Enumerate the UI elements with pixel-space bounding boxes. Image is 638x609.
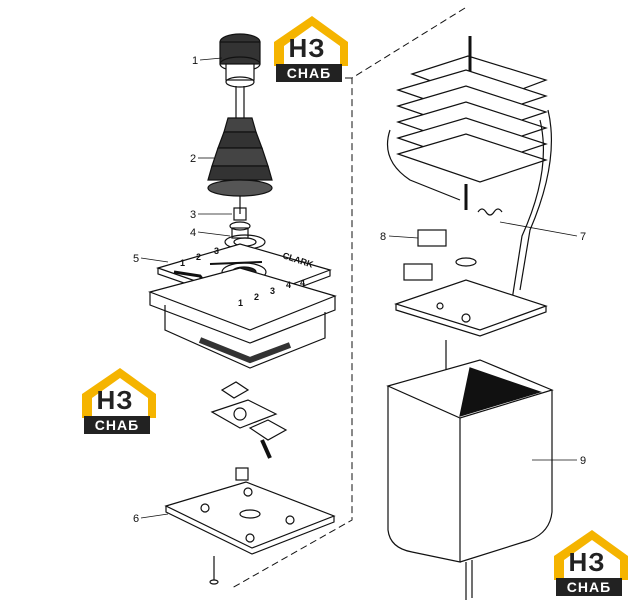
plate-mark-6: 2: [254, 292, 259, 302]
callout-4: 4: [190, 227, 196, 239]
logo-text-hz: НЗ: [568, 547, 606, 577]
plate-mark-2: 2: [196, 252, 201, 262]
watermark-logo-top: НЗ СНАБ: [272, 14, 350, 84]
plate-mark-3: 3: [214, 246, 219, 256]
logo-house-icon: [274, 16, 348, 66]
logo-text-hz: НЗ: [96, 385, 134, 415]
callout-2: 2: [190, 153, 196, 165]
part-spring: [477, 208, 503, 216]
part-boot: [207, 117, 273, 214]
callout-9: 9: [580, 455, 586, 467]
part-housing: [148, 267, 337, 369]
logo-text-hz: НЗ: [288, 33, 326, 63]
part-base-plate: [164, 467, 336, 585]
part-pivot-bracket: [210, 381, 288, 459]
callout-7: 7: [580, 231, 586, 243]
logo-text-snab: СНАБ: [276, 64, 342, 82]
part-microswitch: [403, 229, 477, 281]
plate-mark-5: 1: [238, 298, 243, 308]
logo-text-snab: СНАБ: [556, 578, 622, 596]
part-cover-can: [386, 359, 554, 600]
callout-labels: 1 2 3 4 5 6 7 8 9: [133, 55, 586, 525]
plate-mark-4: 4: [300, 278, 305, 288]
callout-leaders: [140, 57, 578, 519]
callout-6: 6: [133, 513, 139, 525]
assembly-guide-lines: [231, 7, 466, 589]
watermark-logo-middle: НЗ СНАБ: [80, 366, 158, 436]
callout-1: 1: [192, 55, 198, 67]
plate-mark-1: 1: [180, 258, 185, 268]
callout-8: 8: [380, 231, 386, 243]
logo-house-icon: [82, 368, 156, 418]
plate-mark-8: 4: [286, 280, 291, 290]
logo-house-icon: [554, 530, 628, 580]
watermark-logo-bottom: НЗ СНАБ: [552, 528, 630, 598]
callout-5: 5: [133, 253, 139, 265]
callout-3: 3: [190, 209, 196, 221]
logo-text-snab: СНАБ: [84, 416, 150, 434]
part-switch-stack: [386, 36, 552, 301]
plate-mark-7: 3: [270, 286, 275, 296]
part-knob: [219, 33, 261, 118]
